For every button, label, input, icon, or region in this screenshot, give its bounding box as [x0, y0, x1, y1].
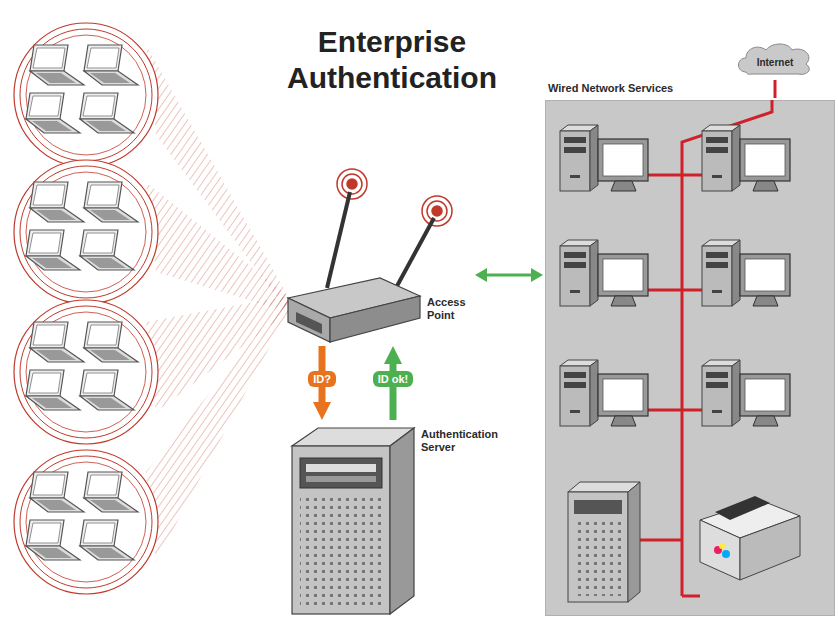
signal-ring — [20, 166, 152, 298]
signal-ring — [14, 450, 158, 594]
signal-ring — [14, 300, 158, 444]
node-label: Wired Network Services — [548, 82, 673, 94]
access-point: Access Point — [283, 232, 473, 344]
signal-ring — [20, 456, 152, 588]
signal-ring — [14, 160, 158, 304]
signal-beam — [146, 296, 288, 562]
laptop-icon — [26, 370, 80, 410]
node-label: Internet — [757, 57, 794, 68]
laptop-icon — [30, 322, 84, 362]
node-label: Authentication Server — [421, 428, 485, 454]
connector-arrow — [774, 80, 777, 98]
signal-ring — [26, 35, 146, 155]
laptop-icon — [84, 182, 138, 222]
laptop-icon — [30, 472, 84, 512]
edge-label: ID ok! — [373, 371, 414, 387]
cloud-outline — [739, 44, 810, 74]
internet-cloud: Internet — [736, 42, 814, 78]
laptop-icon — [80, 230, 134, 270]
signal-ring — [26, 172, 146, 292]
laptop-icon — [84, 322, 138, 362]
edge-label: ID? — [308, 371, 336, 387]
laptop-icon — [30, 45, 84, 85]
laptop-icon — [26, 93, 80, 133]
laptop-icon — [26, 520, 80, 560]
laptop-icon — [80, 370, 134, 410]
laptop-icon — [84, 472, 138, 512]
signal-ring — [26, 312, 146, 432]
laptop-icon — [30, 182, 84, 222]
auth-server: Authentication Server — [285, 422, 487, 616]
signal-ring — [26, 462, 146, 582]
node-label: Access Point — [427, 296, 471, 322]
connector-arrow — [487, 274, 531, 277]
laptop-icon — [80, 93, 134, 133]
network-panel: Wired Network Services — [545, 100, 835, 616]
signal-beam — [146, 182, 288, 312]
signal-ring — [14, 23, 158, 167]
laptop-icon — [80, 520, 134, 560]
signal-beam — [146, 45, 288, 312]
signal-ring — [20, 306, 152, 438]
laptop-icon — [84, 45, 138, 85]
signal-ring — [20, 29, 152, 161]
diagram-title: Enterprise Authentication — [262, 24, 522, 96]
laptop-icon — [26, 230, 80, 270]
